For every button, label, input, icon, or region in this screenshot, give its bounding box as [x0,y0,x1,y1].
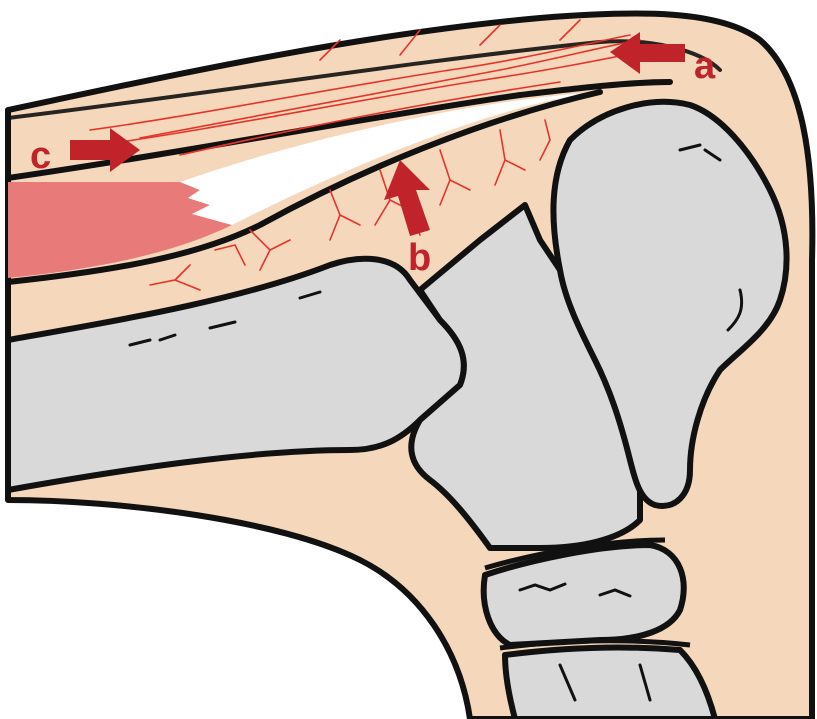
label-c: c [30,135,51,177]
label-a: a [694,45,716,87]
distal-phalanx [505,648,715,719]
label-b: b [408,237,431,279]
